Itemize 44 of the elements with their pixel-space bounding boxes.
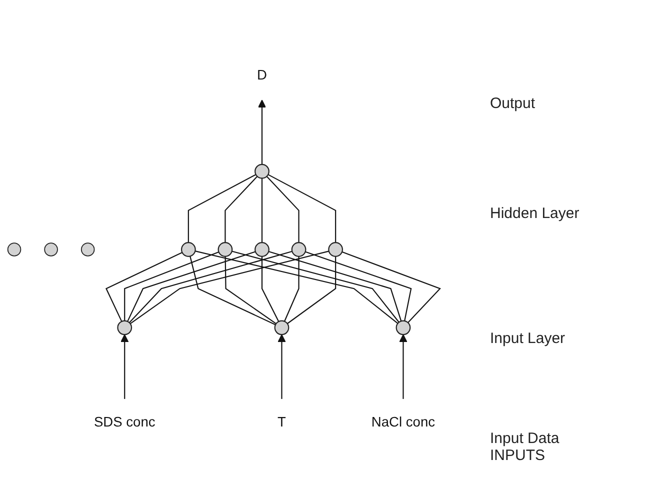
connector <box>287 256 336 324</box>
arrow <box>258 100 266 164</box>
node-circle <box>254 164 270 179</box>
layer-label: Input Layer <box>490 330 566 347</box>
node-text: NaCl conc <box>371 414 436 430</box>
connector <box>188 174 256 243</box>
node-circle <box>44 242 58 256</box>
node-circle <box>180 242 196 257</box>
connector <box>224 176 258 243</box>
node-text: SDS conc <box>94 414 156 430</box>
connector <box>305 251 412 322</box>
node-circle <box>218 242 233 257</box>
connector <box>128 250 292 324</box>
connector <box>190 256 276 326</box>
node-text: D <box>257 67 267 84</box>
connector <box>232 250 400 323</box>
node-circle <box>7 242 22 256</box>
connector <box>130 250 330 324</box>
node-circle <box>117 320 132 336</box>
node-circle <box>254 242 270 257</box>
node-circle <box>396 320 411 336</box>
connector <box>266 176 300 243</box>
connector <box>268 174 336 243</box>
connector <box>106 252 182 322</box>
connector <box>261 256 280 322</box>
connector <box>342 251 441 324</box>
layer-label: Input Data INPUTS <box>490 430 560 464</box>
layer-label: Hidden Layer <box>490 205 580 222</box>
node-circle <box>328 242 344 257</box>
connector <box>195 250 398 324</box>
node-text: T <box>278 414 286 430</box>
connector <box>261 178 263 243</box>
node-circle <box>80 242 95 256</box>
arrow <box>120 334 129 399</box>
arrow <box>399 334 408 399</box>
layer-label: Output <box>490 95 536 112</box>
connector <box>224 256 276 324</box>
node-circle <box>291 242 306 257</box>
connector <box>127 251 256 322</box>
arrow <box>278 334 286 399</box>
connector <box>268 250 402 322</box>
node-circle <box>274 320 290 336</box>
connector <box>124 251 219 321</box>
connector <box>284 256 300 322</box>
